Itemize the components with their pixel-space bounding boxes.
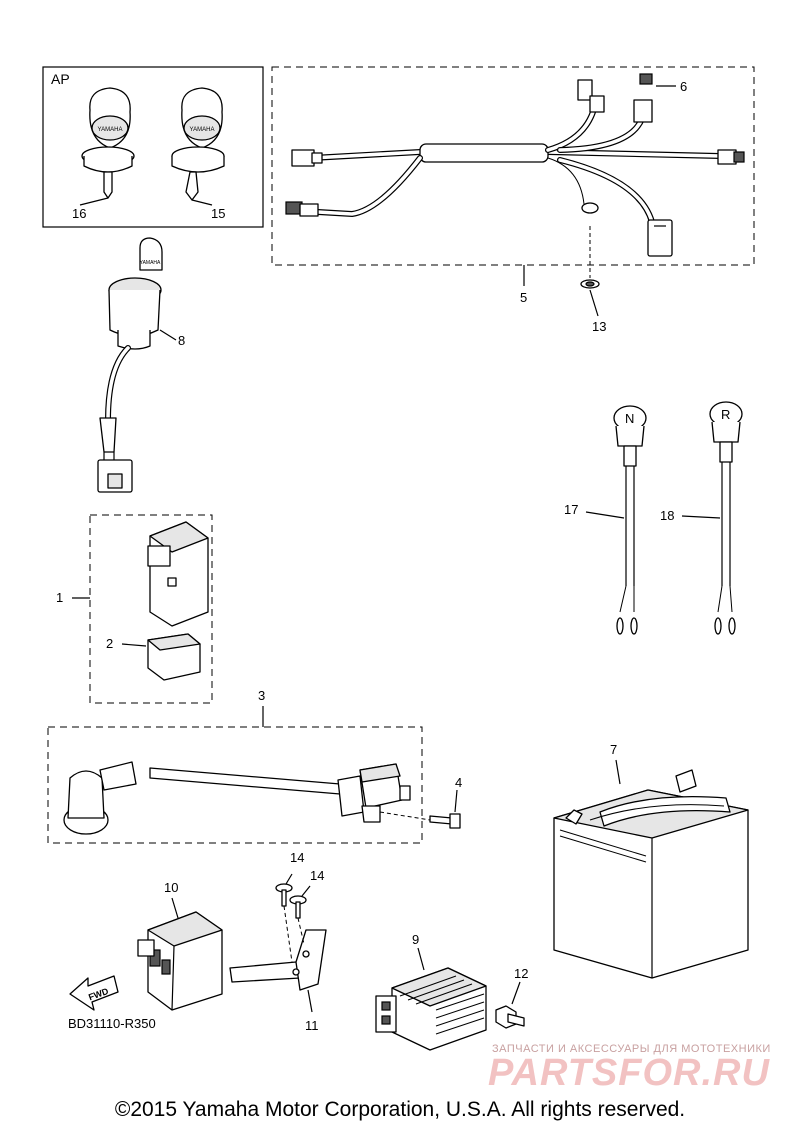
ap-key-group: AP YAMAHA YAMAHA 16 15	[42, 66, 264, 228]
bolt-12: 12	[495, 966, 528, 1029]
neutral-switch-17: N 17	[564, 405, 647, 635]
neutral-letter: N	[625, 411, 634, 426]
callout-17: 17	[564, 502, 578, 517]
callout-3: 3	[258, 688, 265, 703]
reference-code: BD31110-R350	[68, 1016, 156, 1031]
callout-6: 6	[680, 79, 687, 94]
svg-text:YAMAHA: YAMAHA	[190, 127, 215, 133]
svg-text:YAMAHA: YAMAHA	[140, 260, 161, 266]
watermark-logo: PARTSFOR.RU	[488, 1052, 770, 1094]
bracket-11: 11 14 14	[229, 850, 327, 1033]
callout-1: 1	[56, 590, 63, 605]
callout-8: 8	[178, 333, 185, 348]
fwd-arrow-icon: FWD	[69, 975, 119, 1011]
callout-16: 16	[72, 206, 86, 221]
reverse-letter: R	[721, 407, 730, 422]
callout-12: 12	[514, 966, 528, 981]
copyright-notice: ©2015 Yamaha Motor Corporation, U.S.A. A…	[114, 1098, 686, 1121]
callout-14b: 14	[310, 868, 324, 883]
callout-13: 13	[592, 319, 606, 334]
key-15-icon: YAMAHA	[171, 87, 225, 206]
watermark-tagline: ЗАПЧАСТИ И АКСЕССУАРЫ ДЛЯ МОТОТЕХНИКИ	[492, 1043, 771, 1055]
callout-2: 2	[106, 636, 113, 651]
battery-7: 7	[553, 742, 749, 979]
callout-14a: 14	[290, 850, 304, 865]
callout-10: 10	[164, 880, 178, 895]
ap-label: AP	[51, 71, 70, 87]
rectifier-regulator-9: 9	[375, 932, 487, 1051]
callout-5: 5	[520, 290, 527, 305]
main-switch-8: YAMAHA 8	[97, 237, 185, 493]
key-16-icon: YAMAHA	[79, 87, 135, 206]
callout-18: 18	[660, 508, 674, 523]
cdi-unit-group: 1 2	[56, 514, 213, 704]
reverse-switch-18: R 18	[660, 401, 743, 635]
ignition-coil-3: 3 4	[47, 688, 462, 844]
callout-15: 15	[211, 206, 225, 221]
callout-4: 4	[455, 775, 462, 790]
callout-7: 7	[610, 742, 617, 757]
svg-text:YAMAHA: YAMAHA	[98, 127, 123, 133]
callout-11: 11	[305, 1018, 319, 1033]
callout-9: 9	[412, 932, 419, 947]
relay-10: 10	[137, 880, 223, 1011]
wire-harness-5: 6 5 13	[271, 66, 755, 334]
